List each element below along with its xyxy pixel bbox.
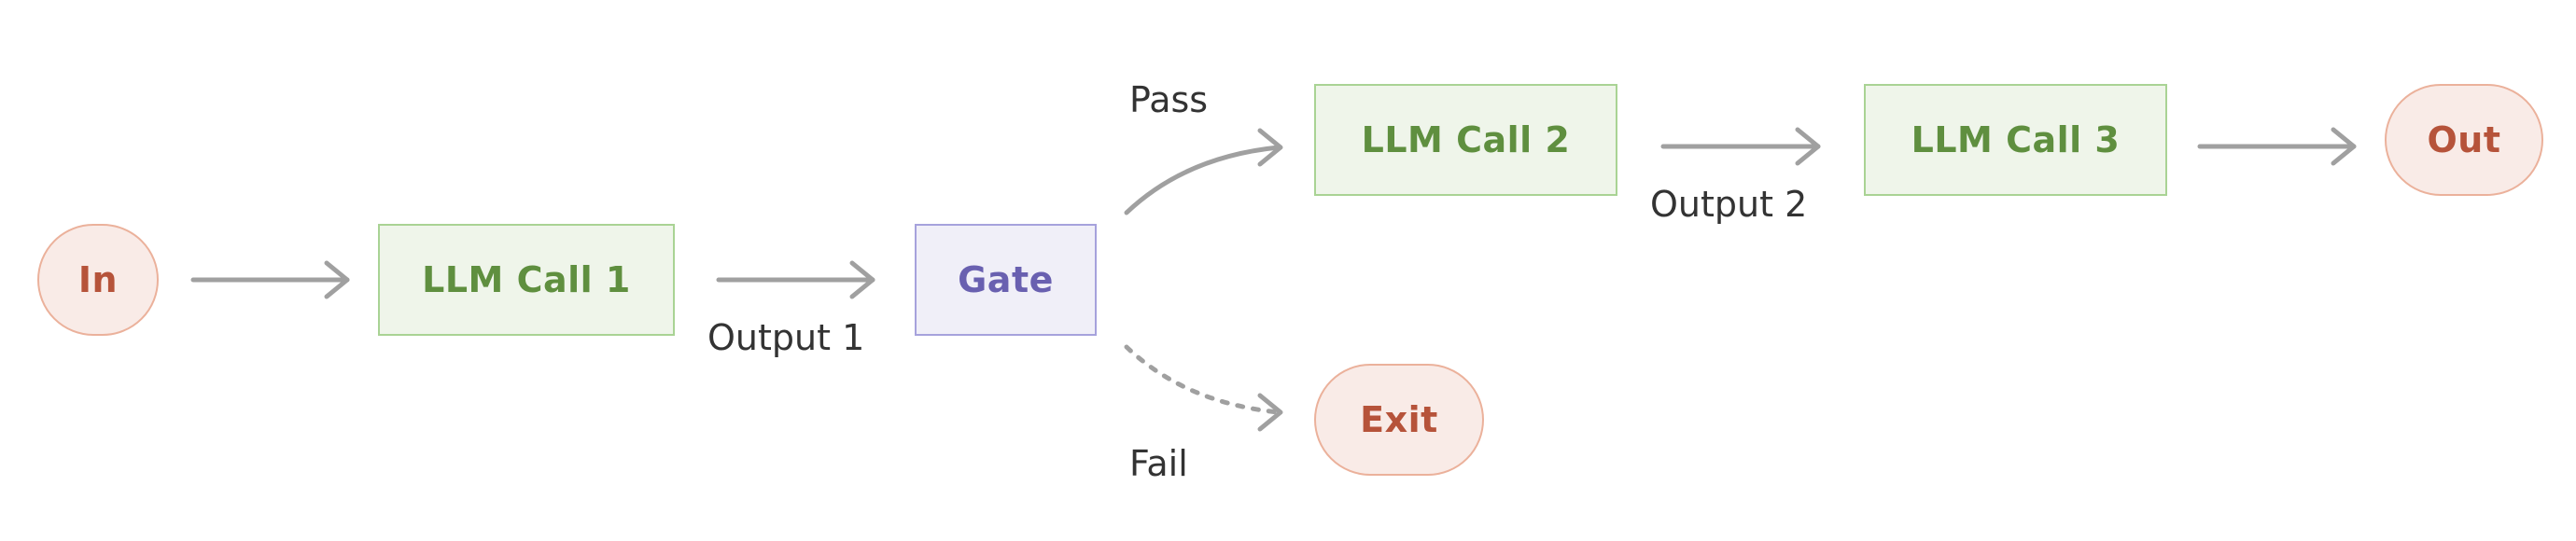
pass-label: Pass (1129, 79, 1209, 120)
out-node: Out (2385, 84, 2543, 196)
output-1-label: Output 1 (707, 317, 865, 358)
fail-label: Fail (1129, 443, 1188, 484)
arrow-llm2-to-llm3 (1660, 127, 1821, 166)
exit-node: Exit (1314, 364, 1484, 476)
arrow-gate-to-llm2-pass (1124, 128, 1283, 215)
gate-node: Gate (915, 224, 1097, 336)
output-2-label: Output 2 (1650, 184, 1808, 225)
arrow-llm1-to-gate (716, 260, 875, 299)
arrow-llm3-to-out (2197, 127, 2357, 166)
in-node: In (37, 224, 159, 336)
arrow-in-to-llm1 (190, 260, 350, 299)
arrow-gate-to-exit-fail (1124, 344, 1283, 432)
llm-call-2-node: LLM Call 2 (1314, 84, 1617, 196)
llm-call-3-node: LLM Call 3 (1864, 84, 2167, 196)
llm-call-1-node: LLM Call 1 (378, 224, 675, 336)
